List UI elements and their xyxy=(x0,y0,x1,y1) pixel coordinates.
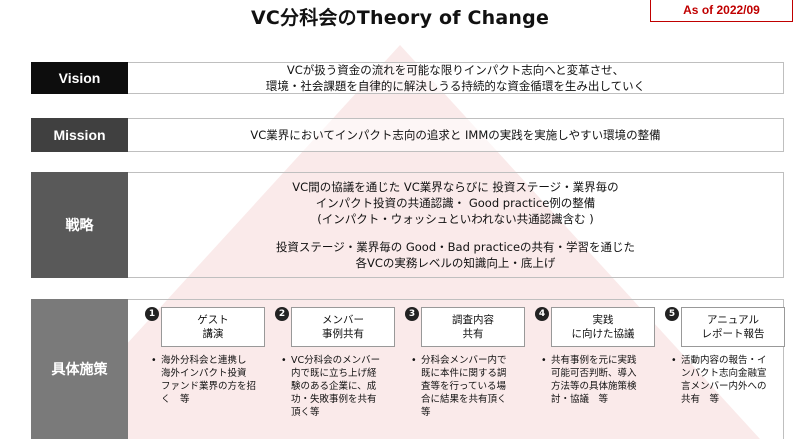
vision-box: VCが扱う資金の流れを可能な限りインパクト志向へと変革させ、 環境・社会課題を自… xyxy=(128,62,784,94)
measure-title: 調査内容 共有 xyxy=(421,307,525,347)
number-badge: 3 xyxy=(405,307,419,321)
mission-box: VC業界においてインパクト志向の追求と IMMの実践を実施しやすい環境の整備 xyxy=(128,118,784,152)
measure-item: 1 ゲスト 講演 • 海外分科会と連携し 海外インパクト投資 ファンド業界の方を… xyxy=(141,307,269,435)
strategy-line: インパクト投資の共通認識・ Good practice例の整備 xyxy=(315,196,596,210)
strategy-label: 戦略 xyxy=(31,172,128,278)
measure-title: アニュアル レポート報告 xyxy=(681,307,785,347)
strategy-line: 各VCの実務レベルの知識向上・底上げ xyxy=(355,256,556,270)
vision-label: Vision xyxy=(31,62,128,94)
as-of-badge: As of 2022/09 xyxy=(650,0,793,22)
measure-title: 実践 に向けた協議 xyxy=(551,307,655,347)
strategy-line: VC間の協議を通じた VC業界ならびに 投資ステージ・業界毎の xyxy=(292,180,619,194)
measure-bullet: • 活動内容の報告・イ ンパクト志向金融宣 言メンバー内外への 共有 等 xyxy=(671,355,767,405)
vision-line: VCが扱う資金の流れを可能な限りインパクト志向へと変革させ、 xyxy=(286,63,625,77)
measure-title: ゲスト 講演 xyxy=(161,307,265,347)
mission-line: VC業界においてインパクト志向の追求と IMMの実践を実施しやすい環境の整備 xyxy=(250,128,661,142)
number-badge: 1 xyxy=(145,307,159,321)
vision-line: 環境・社会課題を自律的に解決しうる持続的な資金循環を生み出していく xyxy=(265,79,646,93)
measure-item: 3 調査内容 共有 • 分科会メンバー内で 既に本件に関する調 査等を行っている… xyxy=(401,307,529,435)
mission-label: Mission xyxy=(31,118,128,152)
number-badge: 2 xyxy=(275,307,289,321)
strategy-line: (インパクト・ウォッシュといわれない共通認識含む ) xyxy=(317,212,594,226)
number-badge: 5 xyxy=(665,307,679,321)
measure-bullet: • 共有事例を元に実践 可能可否判断、導入 方法等の具体施策検 討・協議 等 xyxy=(541,355,637,405)
measure-bullet: • 分科会メンバー内で 既に本件に関する調 査等を行っている場 合に結果を共有頂… xyxy=(411,355,507,418)
strategy-box: VC間の協議を通じた VC業界ならびに 投資ステージ・業界毎の インパクト投資の… xyxy=(128,172,784,278)
measures-label: 具体施策 xyxy=(31,299,128,439)
measure-item: 2 メンバー 事例共有 • VC分科会のメンバー 内で既に立ち上げ経 験のある企… xyxy=(271,307,399,435)
page-title: VC分科会のTheory of Change xyxy=(250,7,550,29)
measures-box xyxy=(128,299,784,439)
number-badge: 4 xyxy=(535,307,549,321)
strategy-line: 投資ステージ・業界毎の Good・Bad practiceの共有・学習を通じた xyxy=(275,240,636,254)
measure-item: 5 アニュアル レポート報告 • 活動内容の報告・イ ンパクト志向金融宣 言メン… xyxy=(661,307,789,435)
measure-bullet: • 海外分科会と連携し 海外インパクト投資 ファンド業界の方を招 く 等 xyxy=(151,355,257,405)
measure-item: 4 実践 に向けた協議 • 共有事例を元に実践 可能可否判断、導入 方法等の具体… xyxy=(531,307,659,435)
measure-title: メンバー 事例共有 xyxy=(291,307,395,347)
measure-bullet: • VC分科会のメンバー 内で既に立ち上げ経 験のある企業に、成 功・失敗事例を… xyxy=(281,355,381,418)
